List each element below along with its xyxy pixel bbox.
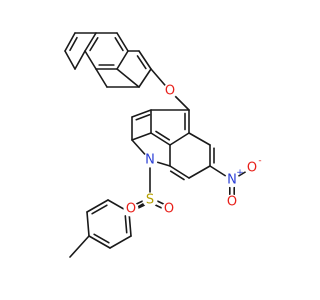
atom-label: N xyxy=(227,173,237,188)
atom-o_s_left: O xyxy=(123,201,139,217)
atom-background xyxy=(123,201,139,217)
charge-label: - xyxy=(258,156,261,166)
bond-n9-n6 xyxy=(74,50,86,70)
atom-label: O xyxy=(247,161,257,176)
bond-c20-c25-b xyxy=(135,114,151,121)
bond-n6-n1-a xyxy=(84,32,97,52)
charge-label: + xyxy=(236,168,244,178)
bond-n11-n12-a xyxy=(138,50,152,70)
bond-t5-t6-b xyxy=(91,204,108,215)
atom-o_s_right: O xyxy=(161,201,177,217)
bond-n2-n3-b xyxy=(114,36,124,52)
bond-c23-c24-a xyxy=(169,165,190,179)
bond-c18-c19-a xyxy=(150,132,171,146)
atom-background xyxy=(224,172,240,188)
atom-label: S xyxy=(146,193,154,208)
bond-t3-t4-b xyxy=(93,233,110,244)
atom-label: O xyxy=(165,84,175,99)
bond-c22-c23 xyxy=(188,165,211,179)
bond-c17-c18 xyxy=(169,132,190,146)
bond-n5-n14 xyxy=(95,68,108,88)
atom-background xyxy=(224,194,240,210)
atom-o_ring: O xyxy=(162,83,178,99)
bond-c20-c25-a xyxy=(131,109,152,118)
bond-t1-t2-b xyxy=(124,215,128,234)
atom-o_nitro_double: O xyxy=(224,194,240,210)
atom-n_nitro: N+ xyxy=(224,168,244,188)
atom-label: O xyxy=(164,202,174,217)
bond-n2-n3-a xyxy=(116,32,129,52)
bond-t5-t6-a xyxy=(86,199,109,213)
atom-o_nitro_single: O- xyxy=(244,156,262,176)
atom-label: O xyxy=(126,202,136,217)
atom-label: O xyxy=(227,195,237,210)
bond-n5-n6 xyxy=(84,50,97,70)
atom-background xyxy=(244,160,260,176)
bond-n7-n8-b xyxy=(69,36,78,52)
bond-n11-n12-b xyxy=(136,55,147,70)
bond-c17-c21 xyxy=(188,132,211,146)
bond-t2-t3 xyxy=(109,235,132,249)
bond-n12-n13 xyxy=(138,68,152,88)
bond-n13-n4 xyxy=(116,68,140,88)
bond-c26-c19 xyxy=(131,132,152,141)
bond-c18-c19-b xyxy=(155,130,171,141)
atom-label: N xyxy=(145,153,155,168)
bond-n7-n8-a xyxy=(64,32,76,52)
atom-background xyxy=(161,201,177,217)
bonds xyxy=(64,32,253,258)
bond-t3-t4-a xyxy=(88,235,111,249)
atom-background xyxy=(142,152,158,168)
bond-n3-n4 xyxy=(116,50,129,70)
bond-c23-c24-b xyxy=(169,170,185,181)
atom-s: S xyxy=(142,192,158,208)
atom-background xyxy=(162,83,178,99)
atom-n_ring: N xyxy=(142,152,158,168)
bond-t4-me xyxy=(69,235,90,258)
bond-n6-n1-b xyxy=(89,36,99,52)
bond-t4-t5 xyxy=(86,211,90,237)
bond-n8-n9 xyxy=(64,50,76,70)
atom-background xyxy=(142,192,158,208)
